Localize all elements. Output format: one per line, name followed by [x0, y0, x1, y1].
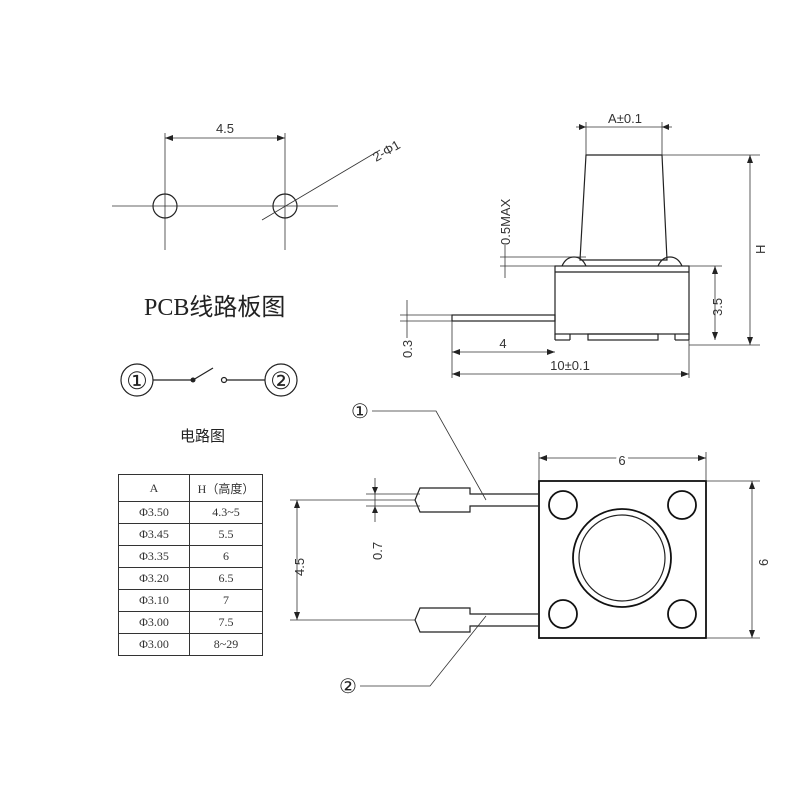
pw-arrow-bottom — [372, 506, 378, 513]
body-foot-middle — [587, 333, 659, 341]
table-cell-h: 7.5 — [189, 611, 263, 634]
plunger-outer — [572, 508, 672, 608]
len-arrow-right — [547, 349, 555, 355]
pcb-layout: 4.5 2-Φ1 — [112, 121, 403, 250]
table-cell-a: Φ3.35 — [118, 545, 190, 568]
len-arrow-left — [452, 349, 460, 355]
table-cell-a: Φ3.50 — [118, 501, 190, 524]
ht-arrow-top — [749, 481, 755, 489]
top-pin-2 — [414, 607, 539, 633]
switch-blade — [192, 367, 214, 381]
circuit-title: 电路图 — [180, 429, 226, 445]
pin-2-label: ② — [339, 676, 357, 698]
corner-hole-br — [667, 599, 697, 629]
pcb-spacing-label: 4.5 — [216, 121, 234, 136]
table-cell-a: Φ3.20 — [118, 567, 190, 590]
h-arrow-bottom — [747, 337, 753, 345]
side-pin — [451, 314, 556, 322]
h-arrow-top — [747, 155, 753, 163]
pin-spacing-label: 4.5 — [292, 558, 307, 576]
table-cell-h: 6.5 — [189, 567, 263, 590]
switch-body — [554, 265, 690, 335]
switch-contact-right — [220, 376, 228, 384]
w-arrow-right — [698, 455, 706, 461]
table-header-row: A H（高度） — [118, 474, 263, 502]
ps-arrow-top — [294, 500, 300, 508]
top-height-label: 6 — [756, 559, 771, 566]
a-arrow-left — [579, 124, 586, 130]
ps-arrow-bottom — [294, 612, 300, 620]
nub-left — [561, 256, 587, 267]
pw-arrow-top — [372, 487, 378, 494]
pin-width-label: 0.7 — [370, 542, 385, 560]
top-width-label: 6 — [618, 453, 625, 468]
top-pin-1 — [414, 487, 539, 513]
table-cell-h: 4.3~5 — [189, 501, 263, 524]
pcb-title: PCB线路板图 — [144, 295, 286, 321]
ht-arrow-bottom — [749, 630, 755, 638]
pin-1-leader — [372, 410, 487, 501]
dimension-table: A H（高度） Φ3.50 4.3~5 Φ3.45 5.5 Φ3.35 6 Φ3… — [118, 474, 263, 656]
corner-hole-tl — [548, 490, 578, 520]
table-header-h: H（高度） — [189, 474, 263, 502]
max-dim-label: 0.5MAX — [498, 198, 513, 245]
d35-dim-label: 3.5 — [710, 298, 725, 316]
corner-hole-bl — [548, 599, 578, 629]
table-row: Φ3.00 8~29 — [118, 633, 263, 656]
table-cell-a: Φ3.00 — [118, 611, 190, 634]
a-dim-label: A±0.1 — [608, 111, 642, 126]
body-arrow-left — [452, 371, 460, 377]
pin-2-leader — [360, 615, 487, 687]
table-row: Φ3.35 6 — [118, 545, 263, 568]
arrow-left — [165, 135, 173, 141]
w-arrow-left — [539, 455, 547, 461]
table-row: Φ3.45 5.5 — [118, 523, 263, 546]
table-cell-h: 7 — [189, 589, 263, 612]
corner-hole-tr — [667, 490, 697, 520]
d35-arrow-bottom — [712, 332, 718, 340]
pin-thickness-label: 0.3 — [400, 340, 415, 358]
nub-right — [657, 256, 683, 267]
plunger — [579, 154, 668, 261]
arrow-right — [277, 135, 285, 141]
top-view: ① ② 6 6 0.7 4.5 — [290, 401, 771, 698]
table-row: Φ3.50 4.3~5 — [118, 501, 263, 524]
pcb-hole-right — [272, 193, 298, 219]
pin-1-label: ① — [351, 401, 369, 423]
body-length-label: 10±0.1 — [550, 358, 590, 373]
side-view: A±0.1 0.5MAX H 3.5 0.3 4 — [400, 111, 768, 378]
hole-leader-line — [261, 149, 381, 221]
table-cell-a: Φ3.10 — [118, 589, 190, 612]
table-cell-a: Φ3.00 — [118, 633, 190, 656]
top-body — [538, 480, 707, 639]
body-arrow-right — [681, 371, 689, 377]
table-row: Φ3.20 6.5 — [118, 567, 263, 590]
terminal-1-label: ① — [126, 369, 148, 395]
table-cell-h: 8~29 — [189, 633, 263, 656]
pin-length-label: 4 — [499, 336, 506, 351]
d35-arrow-top — [712, 266, 718, 274]
table-row: Φ3.00 7.5 — [118, 611, 263, 634]
table-header-a: A — [118, 474, 190, 502]
table-row: Φ3.10 7 — [118, 589, 263, 612]
h-dim-label: H — [753, 245, 768, 254]
table-cell-h: 5.5 — [189, 523, 263, 546]
plunger-inner — [578, 514, 666, 602]
terminal-2-label: ② — [270, 369, 292, 395]
pcb-hole-left — [152, 193, 178, 219]
table-cell-a: Φ3.45 — [118, 523, 190, 546]
a-arrow-right — [662, 124, 669, 130]
circuit-diagram: ① ② — [120, 363, 298, 397]
pcb-hole-label: 2-Φ1 — [370, 137, 403, 165]
table-cell-h: 6 — [189, 545, 263, 568]
